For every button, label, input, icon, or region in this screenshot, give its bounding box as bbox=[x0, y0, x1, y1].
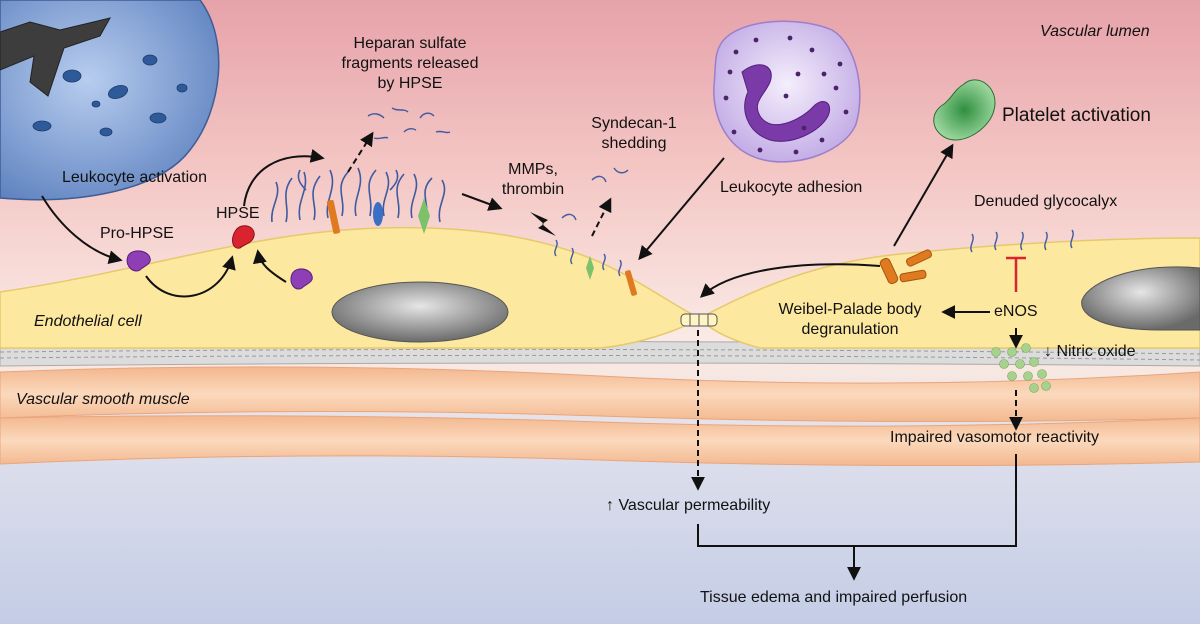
syndecan-proteins bbox=[326, 198, 430, 234]
mmps-thrombin-label: MMPs, thrombin bbox=[488, 160, 578, 200]
cell-junction bbox=[680, 313, 718, 327]
endothelial-cell-left bbox=[0, 226, 702, 349]
tissue-edema-label: Tissue edema and impaired perfusion bbox=[700, 589, 968, 606]
lightning-bolt-icon bbox=[530, 212, 556, 236]
syndecan-line-1: Syndecan-1 bbox=[591, 115, 677, 132]
impaired-vasomotor-label: Impaired vasomotor reactivity bbox=[890, 429, 1099, 446]
weibel-line-2: degranulation bbox=[801, 321, 899, 338]
glycocalyx-damaged bbox=[554, 239, 622, 277]
inhibition-bar-icon bbox=[1006, 256, 1026, 292]
denuded-glycocalyx-label: Denuded glycocalyx bbox=[974, 193, 1118, 210]
vascular-permeability-label: ↑ Vascular permeability bbox=[606, 497, 771, 514]
mmps-line-1: MMPs, bbox=[508, 161, 558, 178]
hs-fragments-line-1: Heparan sulfate bbox=[353, 35, 467, 52]
enos-label: eNOS bbox=[994, 303, 1038, 320]
nitric-oxide-dots bbox=[991, 343, 1051, 393]
smooth-muscle-label: Vascular smooth muscle bbox=[16, 391, 190, 408]
endothelial-cell-right bbox=[698, 237, 1200, 349]
endothelial-nucleus-right bbox=[1081, 266, 1200, 331]
nitric-oxide-label: ↓ Nitric oxide bbox=[1044, 343, 1136, 360]
pro-hpse-icon bbox=[126, 250, 151, 272]
platelet-activation-label: Platelet activation bbox=[1002, 105, 1151, 126]
syndecan-remnants bbox=[586, 256, 637, 296]
syndecan-shedding-label: Syndecan-1 shedding bbox=[576, 114, 692, 154]
pathway-arrows bbox=[41, 131, 1023, 581]
glycocalyx-denuded bbox=[970, 229, 1074, 253]
hpse-icon bbox=[232, 225, 255, 249]
weibel-line-1: Weibel-Palade body bbox=[778, 301, 922, 318]
shed-syndecan-fragments bbox=[561, 167, 629, 221]
hpse-label: HPSE bbox=[216, 205, 260, 222]
adherent-leukocyte bbox=[713, 20, 861, 163]
weibel-palade-bodies bbox=[879, 249, 932, 285]
activated-leukocyte bbox=[0, 0, 220, 201]
leukocyte-activation-label: Leukocyte activation bbox=[62, 169, 207, 186]
glycocalyx-intact bbox=[271, 167, 446, 223]
endothelial-cell-label: Endothelial cell bbox=[34, 313, 142, 330]
syndecan-line-2: shedding bbox=[601, 135, 667, 152]
mmps-line-2: thrombin bbox=[501, 181, 565, 198]
leukocyte-adhesion-label: Leukocyte adhesion bbox=[720, 179, 863, 196]
platelet bbox=[933, 79, 996, 141]
pro-hpse-label: Pro-HPSE bbox=[100, 225, 174, 242]
hs-fragments-line-3: by HPSE bbox=[377, 75, 443, 92]
smooth-muscle-layer bbox=[0, 366, 1200, 467]
hs-fragments-line-2: fragments released bbox=[341, 55, 479, 72]
hs-fragments-label: Heparan sulfate fragments released by HP… bbox=[320, 34, 500, 94]
lumen-label: Vascular lumen bbox=[1040, 23, 1150, 40]
pro-hpse-icon-2 bbox=[290, 268, 313, 290]
weibel-palade-label: Weibel-Palade body degranulation bbox=[760, 300, 940, 340]
heparan-sulfate-fragments bbox=[367, 107, 451, 140]
endothelial-nucleus-left bbox=[331, 281, 509, 343]
